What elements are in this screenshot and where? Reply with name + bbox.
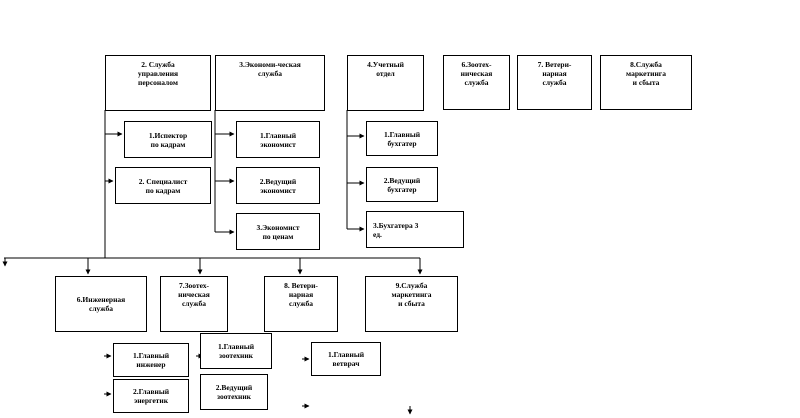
chief-economist-box: 1.Главный экономист [236, 121, 320, 158]
inspector-box: 1.Испектор по кадрам [124, 121, 212, 158]
veterinary-service-top-box: 7. Ветери- нарная служба [517, 55, 592, 110]
chief-engineer-box: 1.Главный инженер [113, 343, 189, 377]
chief-power-engineer-box: 2.Главный энергетик [113, 379, 189, 413]
price-economist-box: 3.Экономист по ценам [236, 213, 320, 250]
chief-accountant-box: 1.Главный бухгатер [366, 121, 438, 156]
leading-zootechnician-box: 2.Ведущий зоотехник [200, 374, 268, 410]
leading-economist-box: 2.Ведущий экономист [236, 167, 320, 204]
chief-zootechnician-box: 1.Главный зоотехник [200, 333, 272, 369]
accounting-department-box: 4.Учетный отдел [347, 55, 424, 111]
marketing-service-top-box: 8.Служба маркетинга и сбыта [600, 55, 692, 110]
chief-vet-box: 1.Главный ветврач [311, 342, 381, 376]
leading-accountant-box: 2.Ведущий бухгатер [366, 167, 438, 202]
zootech-service-top-box: 6.Зоотех- ническая служба [443, 55, 510, 110]
economic-service-box: 3.Экономи-ческая служба [215, 55, 325, 111]
marketing-service-bottom-box: 9.Служба маркетинга и сбыта [365, 276, 458, 332]
engineering-service-box: 6.Инженерная служба [55, 276, 147, 332]
specialist-box: 2. Специалист по кадрам [115, 167, 211, 204]
veterinary-service-bottom-box: 8. Ветери- нарная служба [264, 276, 338, 332]
accountants-box: 3.Бухгатера 3 ед. [366, 211, 464, 248]
zootech-service-bottom-box: 7.Зоотех- ническая служба [160, 276, 228, 332]
personnel-service-box: 2. Служба управления персоналом [105, 55, 211, 111]
